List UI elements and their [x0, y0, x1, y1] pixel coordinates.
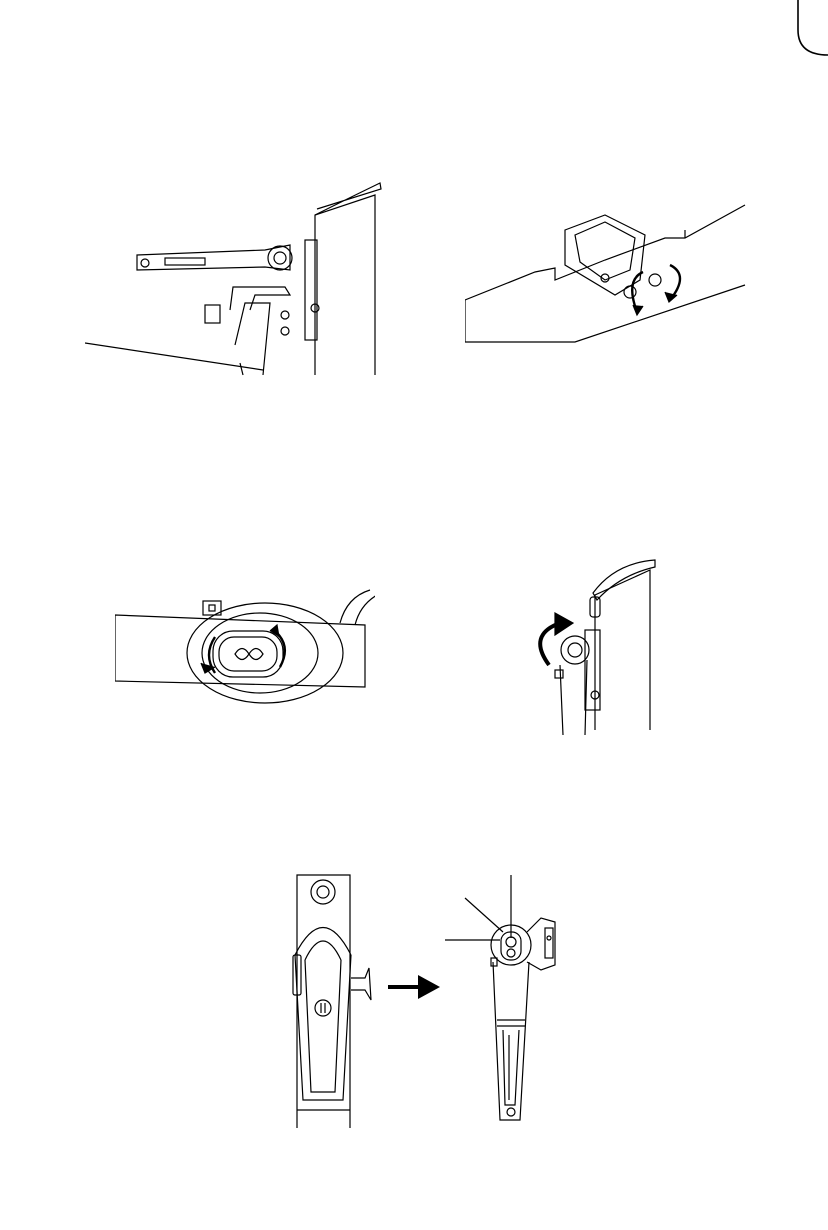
- knob-rotate-closeup-icon: [115, 585, 375, 705]
- right-arrow-icon: [386, 973, 444, 1001]
- rail-clamp-rotate-icon: [465, 200, 750, 348]
- arm-rotated-view-icon: [445, 870, 580, 1132]
- pole-joint-rotate-icon: [525, 555, 660, 735]
- arm-front-view-icon: [285, 870, 375, 1132]
- bracket-arm-side-icon: [85, 175, 385, 380]
